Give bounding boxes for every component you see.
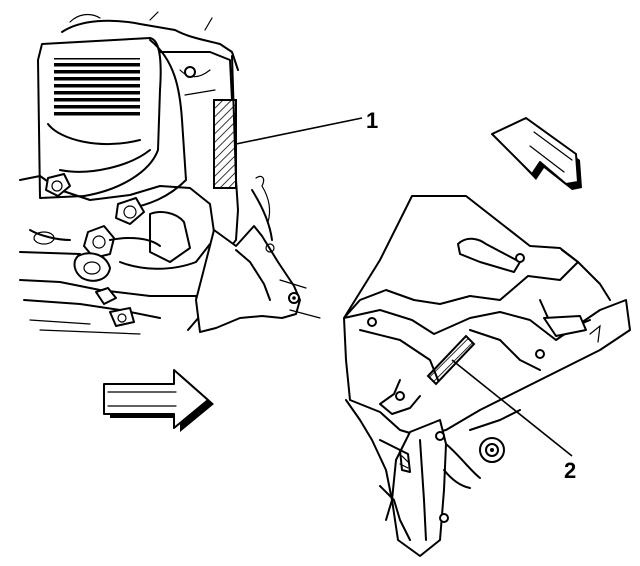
- right-arrow-icon: [103, 369, 214, 432]
- callout-2-label: 2: [564, 458, 576, 483]
- engine-assembly: [19, 11, 321, 335]
- fastener-icon: [184, 66, 196, 78]
- up-left-arrow-icon: [491, 117, 582, 190]
- lower-insulator: [426, 334, 476, 386]
- callout-2-leader: [451, 359, 573, 457]
- callout-1-label: 1: [366, 108, 378, 133]
- upper-insulator: [213, 99, 237, 189]
- cover-ribs: [54, 58, 140, 118]
- frame-assembly: [343, 195, 631, 557]
- callout-1-leader: [235, 117, 363, 145]
